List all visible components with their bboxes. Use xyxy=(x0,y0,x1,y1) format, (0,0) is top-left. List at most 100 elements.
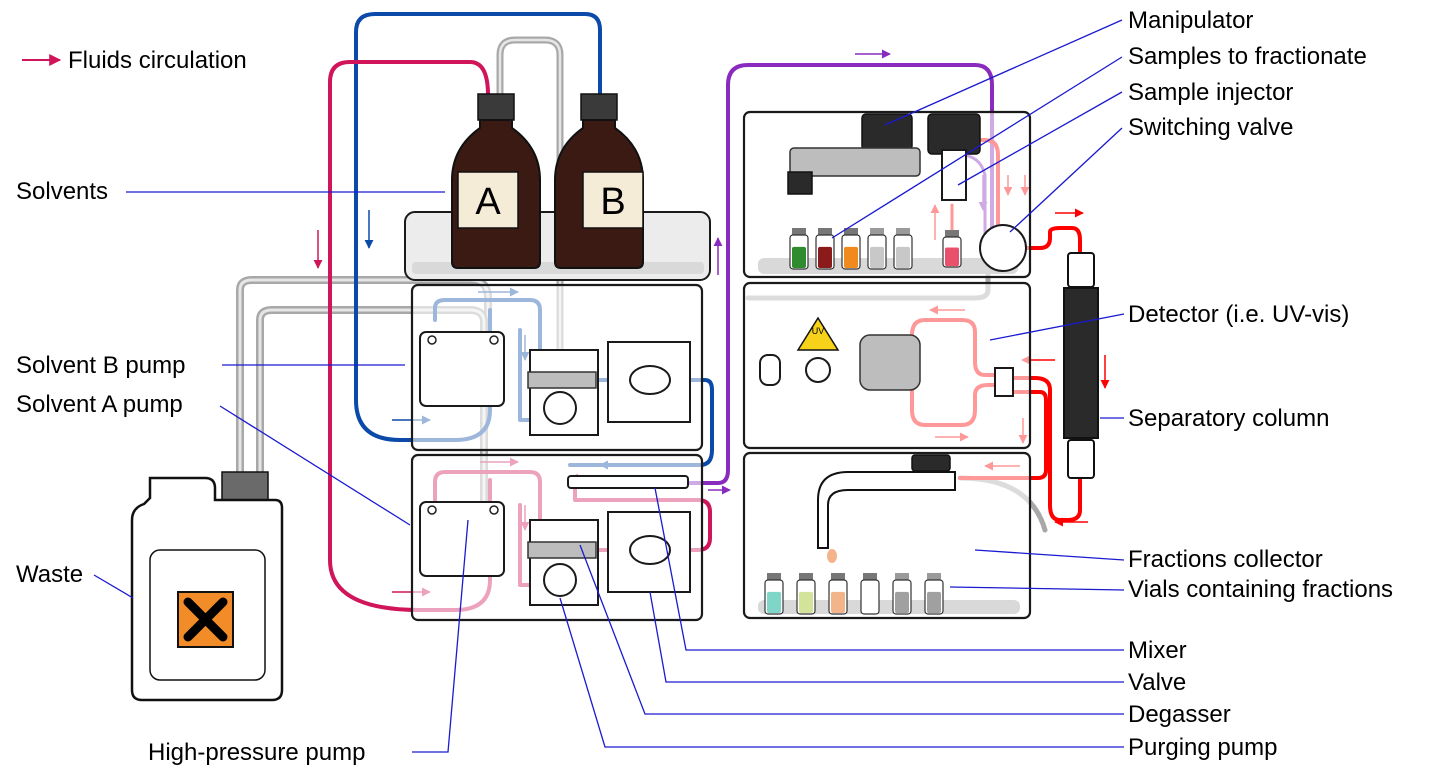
pump-a-screw xyxy=(427,505,437,515)
label-mixer: Mixer xyxy=(1128,637,1187,664)
leader-degasser xyxy=(579,544,1124,715)
switching-valve xyxy=(979,224,1027,272)
fraction-vial-5-liquid xyxy=(927,591,941,613)
leader-waste xyxy=(93,574,134,599)
label-vials-containing-fractions: Vials containing fractions xyxy=(1128,576,1393,603)
separatory-column xyxy=(1063,252,1099,479)
sample-vial-1 xyxy=(815,228,835,270)
leader-fractions-collector xyxy=(974,549,1125,561)
leader-switching-valve xyxy=(1009,127,1123,233)
bottle-b-label-bg xyxy=(582,171,644,229)
leader-vials xyxy=(949,586,1125,591)
waste-body xyxy=(130,476,284,702)
manipulator-head xyxy=(861,113,913,151)
bottle-a-label: A xyxy=(475,181,501,223)
label-manipulator: Manipulator xyxy=(1128,7,1253,34)
pump-a-screw xyxy=(489,505,499,515)
label-solvent-a-pump: Solvent A pump xyxy=(16,391,183,418)
leader-manipulator xyxy=(884,19,1123,126)
leader-mixer xyxy=(654,487,1124,651)
pump-b-screw xyxy=(427,335,437,345)
bottle-b: B xyxy=(554,93,644,269)
fraction-vial-3-liquid xyxy=(863,591,877,613)
mixer xyxy=(567,475,689,489)
fraction-vial-4-cap xyxy=(895,573,909,580)
label-switching-valve: Switching valve xyxy=(1128,114,1293,141)
sample-vial-0 xyxy=(789,228,809,270)
waste-cap xyxy=(221,471,269,503)
bottle-b-label: B xyxy=(600,181,625,223)
column-to-detector xyxy=(1008,376,1082,522)
leader-lines xyxy=(93,19,1125,753)
pump-a-module xyxy=(410,453,704,622)
column-bottom-fitting xyxy=(1067,439,1095,479)
fraction-vial-5-cap xyxy=(927,573,941,580)
sample-injector-head xyxy=(927,113,981,155)
purging-pump-a xyxy=(543,563,577,597)
label-detector: Detector (i.e. UV-vis) xyxy=(1128,301,1349,328)
label-fractions-collector: Fractions collector xyxy=(1128,546,1323,573)
bottle-a: A xyxy=(451,93,541,269)
pump-b-screw xyxy=(489,335,499,345)
degasser-b-tube xyxy=(527,371,597,389)
detector-to-collector xyxy=(958,390,1048,480)
collector-panel xyxy=(742,451,1032,620)
fraction-vial-5 xyxy=(924,573,944,615)
sample-vials xyxy=(789,228,962,270)
collector-droplet xyxy=(827,549,837,563)
leader-detector xyxy=(989,313,1125,341)
leader-high-pressure-pump xyxy=(412,519,469,753)
sample-vial-1-liquid xyxy=(818,246,832,268)
fraction-vial-2-cap xyxy=(831,573,845,580)
detector-switch xyxy=(759,354,781,386)
sample-vial-2-cap xyxy=(844,228,858,235)
labels-left: Solvents Solvent B pump Solvent A pump W… xyxy=(16,178,365,766)
fraction-vial-1-liquid xyxy=(799,591,813,613)
detector-knob xyxy=(805,357,831,383)
valve-a-body xyxy=(629,535,671,565)
fraction-vial-2 xyxy=(828,573,848,615)
degasser-a-tube xyxy=(527,541,597,559)
injector-vial xyxy=(942,230,962,268)
injector-vial-liquid xyxy=(945,247,959,267)
sample-vial-4-cap xyxy=(896,228,910,235)
label-solvent-b-pump: Solvent B pump xyxy=(16,352,185,379)
column-body xyxy=(1063,287,1099,439)
uv-warning-triangle xyxy=(796,316,840,351)
hazard-x-icon xyxy=(183,597,228,642)
legend: Fluids circulation xyxy=(22,47,247,74)
fraction-vial-3-cap xyxy=(863,573,877,580)
leader-valve xyxy=(649,591,1124,683)
sample-vial-3-cap xyxy=(870,228,884,235)
fraction-vial-1 xyxy=(796,573,816,615)
bottle-b-cap xyxy=(580,93,618,121)
detector-flow-cell xyxy=(859,334,921,391)
pump-b-module xyxy=(410,283,704,452)
sample-vial-0-liquid xyxy=(792,246,806,268)
sample-vial-2-liquid xyxy=(844,246,858,268)
fraction-vial-1-cap xyxy=(799,573,813,580)
label-degasser: Degasser xyxy=(1128,701,1231,728)
labels-right: Manipulator Samples to fractionate Sampl… xyxy=(1128,7,1393,761)
leader-samples xyxy=(831,56,1123,239)
collector-arm xyxy=(817,471,956,549)
sample-vial-4 xyxy=(893,228,913,270)
fraction-vials xyxy=(764,573,944,615)
manipulator-gripper xyxy=(787,171,813,195)
label-sample-injector: Sample injector xyxy=(1128,79,1293,106)
column-top-fitting xyxy=(1067,252,1095,288)
leader-purging-pump xyxy=(559,597,1124,748)
injector-vial-cap xyxy=(945,230,959,237)
fraction-vial-2-liquid xyxy=(831,591,845,613)
sample-vial-2 xyxy=(841,228,861,270)
legend-label: Fluids circulation xyxy=(68,47,247,74)
fraction-vial-0-liquid xyxy=(767,591,781,613)
sample-vial-3-liquid xyxy=(870,246,884,268)
leader-sample-injector xyxy=(957,91,1123,186)
sample-line xyxy=(688,63,994,485)
uv-badge-text: UV xyxy=(812,326,825,336)
sample-vial-4-liquid xyxy=(896,246,910,268)
label-waste: Waste xyxy=(16,561,83,588)
